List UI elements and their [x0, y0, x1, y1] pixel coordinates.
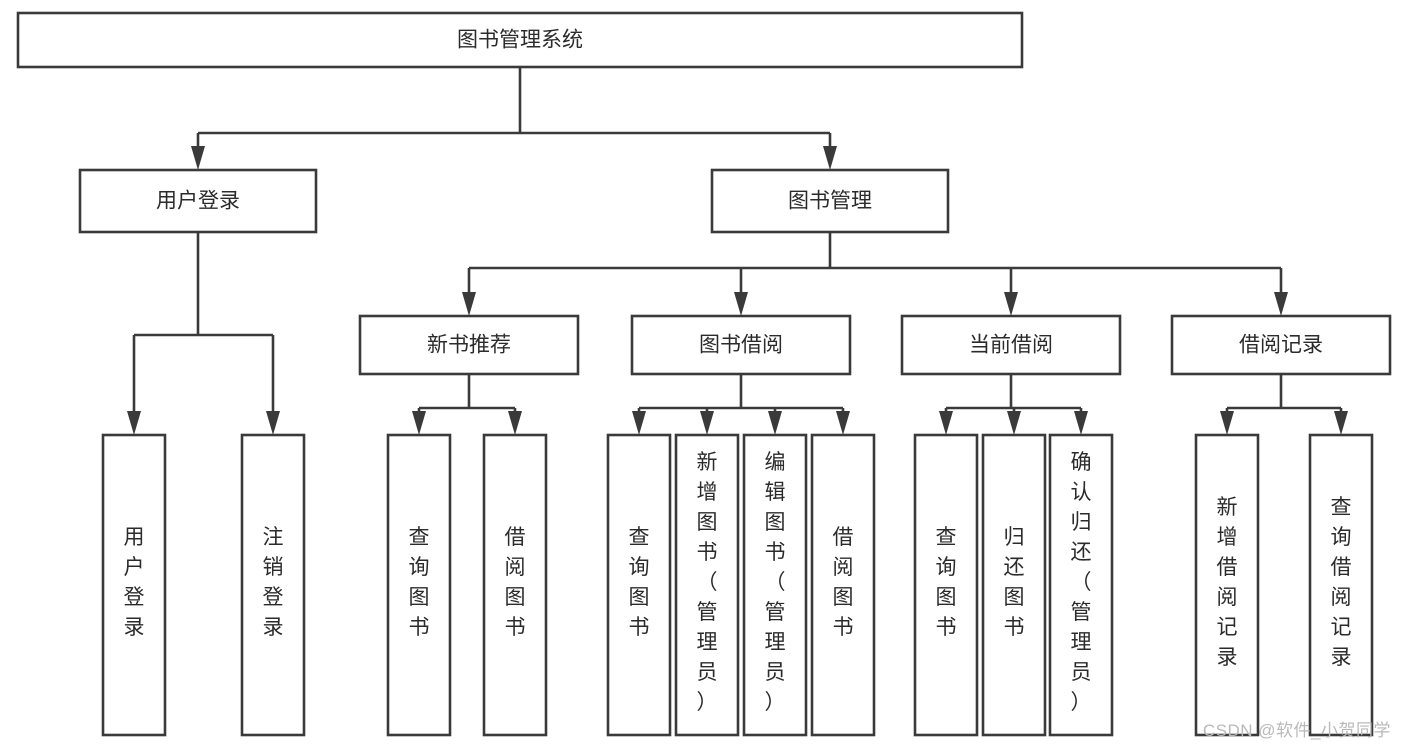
- node-leaf-1-label: 注销登录: [263, 526, 284, 639]
- arrow-head-icon: [700, 411, 714, 435]
- node-leaf-12-label: 查询借阅记录: [1331, 496, 1352, 669]
- node-leaf-6[interactable]: 编辑图书（管理员）: [742, 433, 808, 737]
- arrow-head-icon: [462, 292, 476, 316]
- node-leaf-7-label: 借阅图书: [833, 526, 854, 639]
- arrow-head-icon: [1220, 411, 1234, 435]
- node-level3-0-box[interactable]: [358, 314, 580, 376]
- node-leaf-2[interactable]: 查询图书: [386, 433, 452, 737]
- node-leaf-11[interactable]: 新增借阅记录: [1194, 433, 1260, 737]
- node-level3-1-box[interactable]: [630, 314, 852, 376]
- node-leaf-12-box[interactable]: [1308, 433, 1374, 737]
- connector-lines: [127, 67, 1348, 435]
- arrow-head-icon: [266, 411, 280, 435]
- node-level3-3[interactable]: 借阅记录: [1170, 314, 1392, 376]
- node-root-system-box[interactable]: [16, 11, 1024, 69]
- diagram-nodes: 图书管理系统用户登录图书管理新书推荐图书借阅当前借阅借阅记录用户登录注销登录查询…: [16, 11, 1392, 737]
- node-leaf-4-label: 查询图书: [629, 526, 650, 639]
- arrow-head-icon: [1274, 292, 1288, 316]
- node-level3-3-box[interactable]: [1170, 314, 1392, 376]
- node-leaf-8[interactable]: 查询图书: [913, 433, 979, 737]
- node-leaf-3-box[interactable]: [482, 433, 548, 737]
- node-leaf-9-box[interactable]: [981, 433, 1047, 737]
- arrow-head-icon: [1007, 411, 1021, 435]
- arrow-head-icon: [191, 146, 205, 170]
- node-level3-2-box[interactable]: [900, 314, 1122, 376]
- node-level3-1-label: 图书借阅: [699, 334, 783, 357]
- node-level2-0[interactable]: 用户登录: [78, 168, 318, 234]
- node-leaf-2-label: 查询图书: [409, 526, 430, 639]
- node-leaf-11-box[interactable]: [1194, 433, 1260, 737]
- arrow-head-icon: [768, 411, 782, 435]
- node-level3-0-label: 新书推荐: [427, 334, 511, 357]
- node-leaf-8-box[interactable]: [913, 433, 979, 737]
- node-leaf-9[interactable]: 归还图书: [981, 433, 1047, 737]
- node-level3-2[interactable]: 当前借阅: [900, 314, 1122, 376]
- arrow-head-icon: [823, 146, 837, 170]
- node-leaf-8-label: 查询图书: [936, 526, 957, 639]
- node-leaf-11-label: 新增借阅记录: [1217, 496, 1238, 669]
- node-leaf-2-box[interactable]: [386, 433, 452, 737]
- node-level3-2-label: 当前借阅: [969, 334, 1053, 357]
- arrow-head-icon: [939, 411, 953, 435]
- node-leaf-0[interactable]: 用户登录: [101, 433, 167, 737]
- node-leaf-5-box[interactable]: [674, 433, 740, 737]
- node-leaf-12[interactable]: 查询借阅记录: [1308, 433, 1374, 737]
- node-level3-0[interactable]: 新书推荐: [358, 314, 580, 376]
- arrow-head-icon: [734, 292, 748, 316]
- node-leaf-6-label: 编辑图书（管理员）: [765, 451, 786, 714]
- node-leaf-10[interactable]: 确认归还（管理员）: [1048, 433, 1114, 737]
- node-level3-1[interactable]: 图书借阅: [630, 314, 852, 376]
- node-leaf-1[interactable]: 注销登录: [240, 433, 306, 737]
- arrow-head-icon: [632, 411, 646, 435]
- arrow-head-icon: [127, 411, 141, 435]
- node-level3-3-label: 借阅记录: [1239, 334, 1323, 357]
- node-leaf-9-label: 归还图书: [1004, 526, 1025, 639]
- node-leaf-4[interactable]: 查询图书: [606, 433, 672, 737]
- node-leaf-5-label: 新增图书（管理员）: [697, 451, 718, 714]
- node-leaf-6-box[interactable]: [742, 433, 808, 737]
- watermark-text: CSDN @软件_小贺同学: [1202, 721, 1391, 740]
- node-level2-1-box[interactable]: [710, 168, 950, 234]
- node-leaf-4-box[interactable]: [606, 433, 672, 737]
- node-leaf-0-box[interactable]: [101, 433, 167, 737]
- node-leaf-0-label: 用户登录: [124, 526, 145, 639]
- arrow-head-icon: [836, 411, 850, 435]
- node-leaf-3-label: 借阅图书: [505, 526, 526, 639]
- node-leaf-7-box[interactable]: [810, 433, 876, 737]
- node-level2-0-box[interactable]: [78, 168, 318, 234]
- arrow-head-icon: [1074, 411, 1088, 435]
- arrow-head-icon: [1334, 411, 1348, 435]
- node-leaf-5[interactable]: 新增图书（管理员）: [674, 433, 740, 737]
- node-leaf-3[interactable]: 借阅图书: [482, 433, 548, 737]
- node-level2-0-label: 用户登录: [156, 190, 240, 213]
- node-leaf-10-label: 确认归还（管理员）: [1071, 451, 1092, 714]
- node-leaf-1-box[interactable]: [240, 433, 306, 737]
- node-level2-1[interactable]: 图书管理: [710, 168, 950, 234]
- arrow-head-icon: [508, 411, 522, 435]
- node-root-system-label: 图书管理系统: [457, 29, 583, 52]
- arrow-head-icon: [412, 411, 426, 435]
- node-root-system[interactable]: 图书管理系统: [16, 11, 1024, 69]
- arrow-head-icon: [1004, 292, 1018, 316]
- node-leaf-7[interactable]: 借阅图书: [810, 433, 876, 737]
- node-level2-1-label: 图书管理: [788, 190, 872, 213]
- node-leaf-10-box[interactable]: [1048, 433, 1114, 737]
